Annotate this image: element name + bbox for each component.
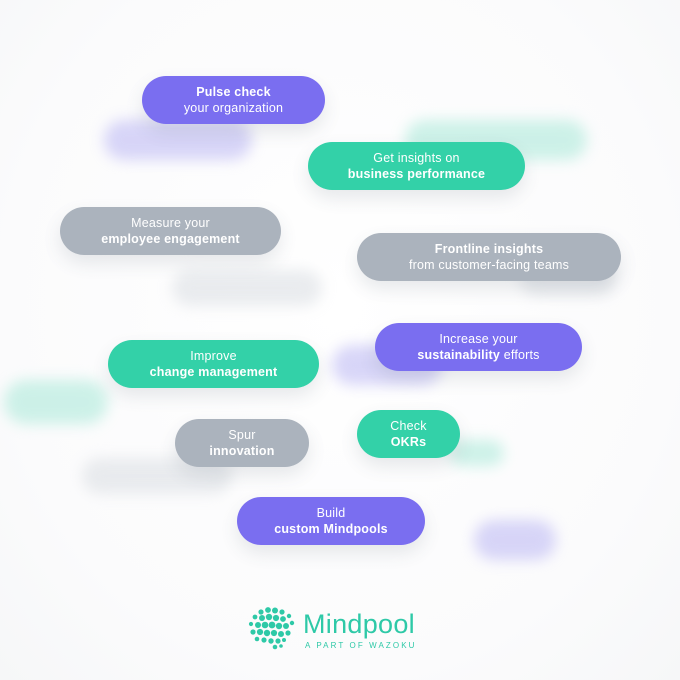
frontline-insights-pill: Frontline insights from customer-facing … xyxy=(357,233,621,281)
pill-title: Check xyxy=(390,419,427,433)
change-management-pill: Improve change management xyxy=(108,340,319,388)
okrs-pill: Check OKRs xyxy=(357,410,460,458)
employee-engagement-pill: Measure your employee engagement xyxy=(60,207,281,255)
logo-wordmark: Mindpool xyxy=(303,609,415,639)
pill-subtitle: innovation xyxy=(209,444,275,458)
sustainability-pill: Increase your sustainability efforts xyxy=(375,323,582,371)
pill-title: Improve xyxy=(190,349,237,363)
logo-tagline: A PART OF WAZOKU xyxy=(305,641,417,650)
mindpool-logo: Mindpool A PART OF WAZOKU xyxy=(247,606,437,650)
background-blur-pill xyxy=(450,440,504,466)
pill-title: Build xyxy=(316,506,346,520)
pill-title: Spur xyxy=(228,428,256,442)
background-blur-pill xyxy=(4,380,108,424)
background-blur-pill xyxy=(172,270,322,306)
innovation-pill: Spur innovation xyxy=(175,419,309,467)
brain-dots-icon xyxy=(248,607,295,650)
pill-title: Frontline insights xyxy=(434,242,544,256)
background-blur-pill xyxy=(474,520,556,560)
pill-subtitle: business performance xyxy=(347,167,486,181)
business-insights-pill: Get insights on business performance xyxy=(308,142,525,190)
pill-title: Get insights on xyxy=(373,151,460,165)
pill-title: Increase your xyxy=(439,332,518,346)
pill-subtitle-bold: sustainability xyxy=(417,348,501,362)
pill-subtitle: OKRs xyxy=(390,435,427,449)
pill-subtitle: custom Mindpools xyxy=(274,522,388,536)
pill-title: Pulse check xyxy=(196,85,271,99)
pill-subtitle: your organization xyxy=(183,101,284,115)
custom-mindpools-pill: Build custom Mindpools xyxy=(237,497,425,545)
pill-subtitle-rest: efforts xyxy=(500,348,540,362)
pill-subtitle: change management xyxy=(149,365,278,379)
pill-title: Measure your xyxy=(131,216,210,230)
pill-subtitle: from customer-facing teams xyxy=(408,258,570,272)
pulse-check-pill: Pulse check your organization xyxy=(142,76,325,124)
pill-subtitle: sustainability efforts xyxy=(417,347,539,363)
background-blur-pill xyxy=(104,120,252,160)
pill-subtitle: employee engagement xyxy=(101,232,240,246)
